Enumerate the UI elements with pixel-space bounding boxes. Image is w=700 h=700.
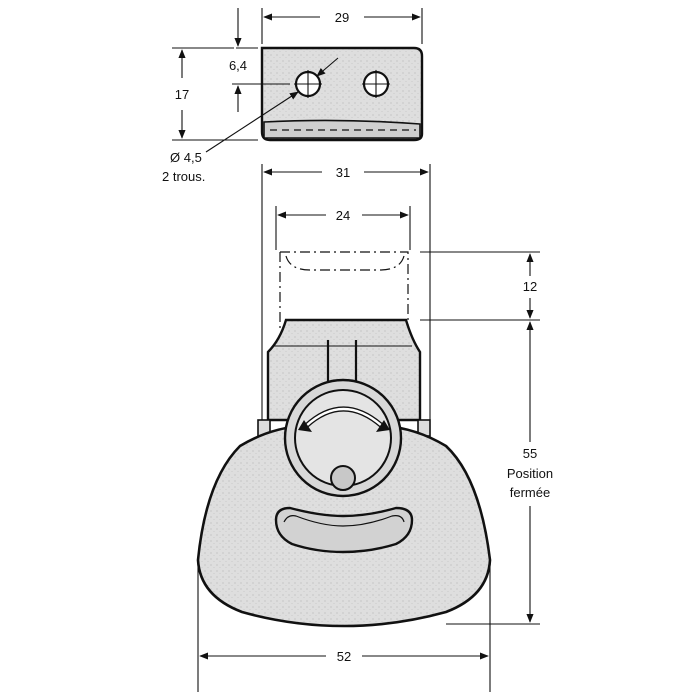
mounting-hole-left [294,70,322,98]
closed-caption-line-1: Position [507,466,553,481]
rotary-knob [283,378,403,498]
hole-offset-label: 6,4 [229,58,247,73]
finger-grip-slot [274,506,414,554]
dimension-stroke: 12 [420,251,540,321]
dimension-top-width: 29 [261,8,423,44]
dimension-hole-diameter: Ø 4,5 2 trous. [162,57,339,184]
mounting-hole-right [362,70,390,98]
stroke-label: 12 [523,279,537,294]
top-width-label: 29 [335,10,349,25]
hole-count-label: 2 trous. [162,169,205,184]
rotation-arrow-head-right [376,420,390,432]
housing-width-label: 31 [336,165,350,180]
bracket-height-label: 17 [175,87,189,102]
dimension-closed-height: 55 Position fermée [446,321,553,625]
bracket-lip [263,119,421,139]
dimension-bracket-height: 17 [172,47,258,141]
latch-base [196,424,492,628]
dimension-base-width: 52 [197,560,491,692]
dimension-inner-width: 24 [275,206,411,250]
rotation-arrow-head-left [298,420,312,432]
inner-width-label: 24 [336,208,350,223]
knob-pin [330,465,356,491]
closed-height-label: 55 [523,446,537,461]
finger-grip-inner-edge [283,515,405,527]
base-width-label: 52 [337,649,351,664]
open-position-phantom [279,251,409,330]
hole-diameter-label: Ø 4,5 [170,150,202,165]
closed-caption-line-2: fermée [510,485,550,500]
dimension-housing-width: 31 [261,164,431,420]
mounting-bracket [260,46,424,142]
dimension-hole-offset: 6,4 [229,8,290,112]
